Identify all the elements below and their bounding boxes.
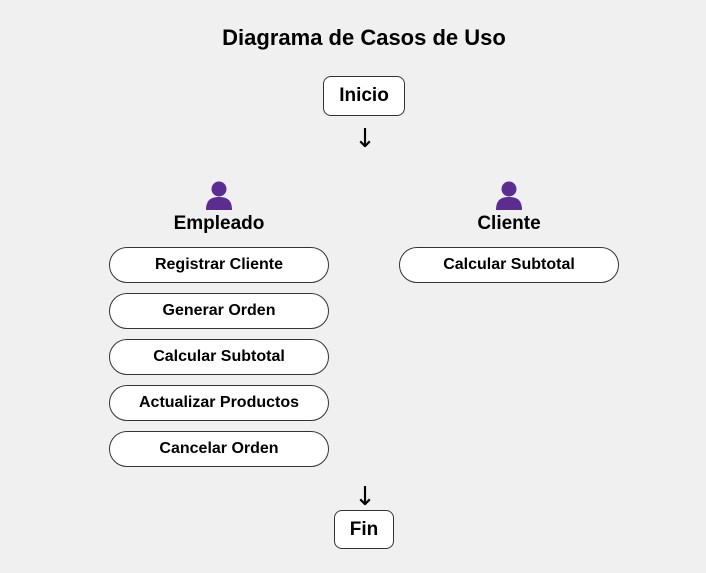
- end-node-label: Fin: [349, 518, 379, 540]
- actor-name-empleado: Empleado: [173, 213, 265, 234]
- usecase-calcular-subtotal-empleado: Calcular Subtotal: [109, 339, 329, 375]
- usecase-generar-orden: Generar Orden: [109, 293, 329, 329]
- actor-name-cliente: Cliente: [477, 213, 541, 234]
- usecase-registrar-cliente: Registrar Cliente: [109, 247, 329, 283]
- usecase-calcular-subtotal-cliente: Calcular Subtotal: [399, 247, 619, 283]
- end-node: Fin: [334, 510, 394, 549]
- usecase-cancelar-orden: Cancelar Orden: [109, 431, 329, 467]
- start-node-label: Inicio: [339, 85, 389, 106]
- end-arrow-icon: ↓: [354, 482, 376, 512]
- usecase-actualizar-productos: Actualizar Productos: [109, 385, 329, 421]
- client-user-icon: [496, 181, 522, 210]
- start-arrow-icon: ↓: [354, 124, 376, 154]
- diagram-title: Diagrama de Casos de Uso: [222, 25, 506, 50]
- start-node: Inicio: [323, 76, 405, 116]
- employee-user-icon: [206, 181, 232, 210]
